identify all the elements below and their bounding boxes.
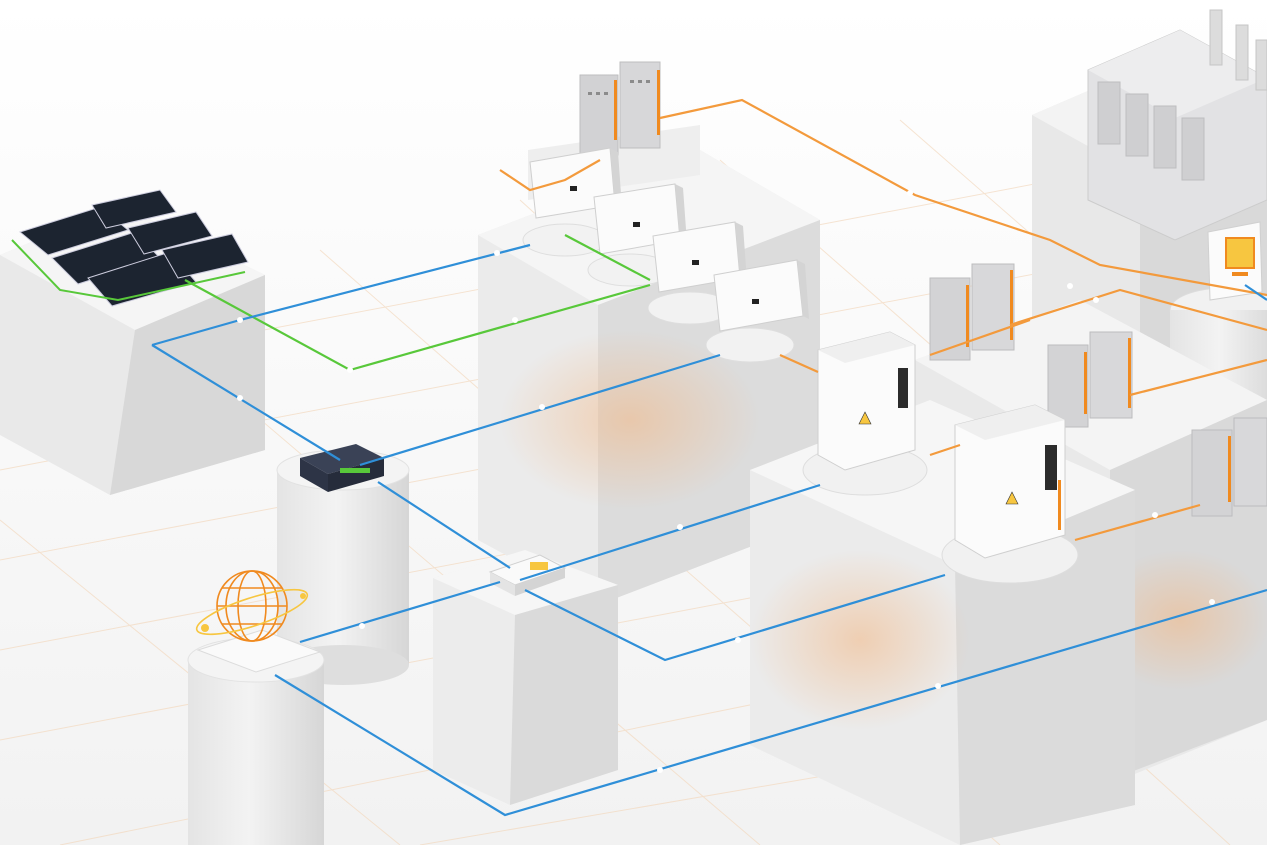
rooftop-solar-array xyxy=(11,189,249,307)
communication-gateway xyxy=(488,554,567,596)
globe-cylinder xyxy=(187,629,325,845)
inverter-bases xyxy=(522,223,795,363)
cabinet-group-3 xyxy=(1191,417,1267,517)
data-logger xyxy=(300,444,384,492)
ac-power-lines xyxy=(499,98,1267,542)
junction-nodes xyxy=(237,190,1215,773)
cabinet-group-1 xyxy=(929,263,1015,361)
string-inverter-4 xyxy=(713,259,809,332)
cloud-platform-globe xyxy=(195,570,309,642)
factory-building xyxy=(1087,9,1267,241)
communication-lines xyxy=(151,243,1267,817)
energy-storage-cabinet-1 xyxy=(802,331,928,496)
energy-storage-cabinet-2 xyxy=(941,404,1079,584)
cabinet-group-2 xyxy=(1047,331,1133,428)
